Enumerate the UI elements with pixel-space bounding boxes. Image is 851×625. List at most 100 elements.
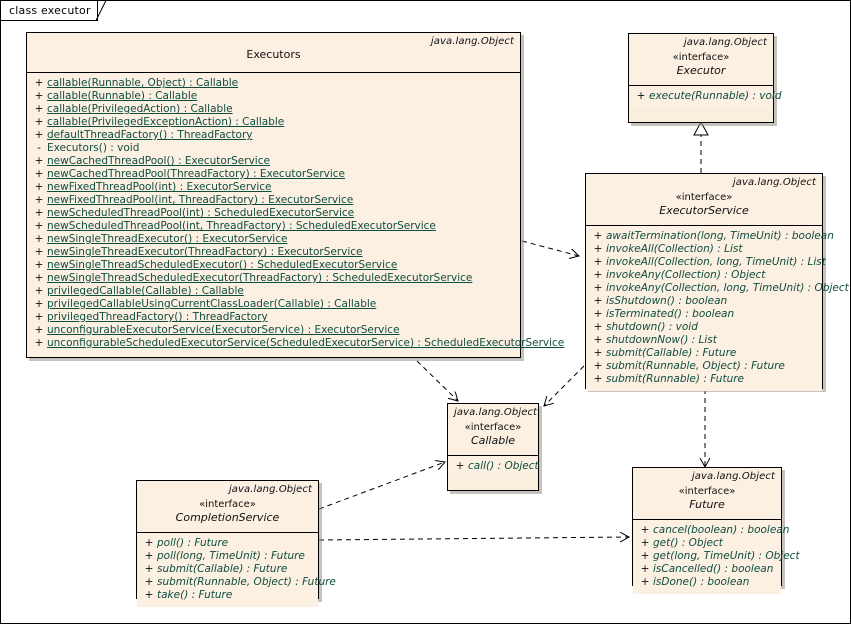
visibility-marker: + — [640, 563, 650, 575]
stereotype-label: «interface» — [675, 192, 733, 203]
visibility-marker: + — [34, 246, 44, 258]
class-box-executor[interactable]: java.lang.Object «interface» Executor +e… — [628, 33, 782, 123]
visibility-marker: + — [34, 285, 44, 297]
operation-row[interactable]: +invokeAny(Collection) : Object — [590, 269, 818, 282]
visibility-marker: + — [593, 308, 603, 320]
operation-row[interactable]: +newCachedThreadPool() : ExecutorService — [31, 155, 516, 168]
class-name-executorservice: ExecutorService — [659, 204, 749, 217]
class-name-future: Future — [689, 498, 725, 511]
operation-row[interactable]: +privilegedThreadFactory() : ThreadFacto… — [31, 311, 516, 324]
operation-row[interactable]: +newFixedThreadPool(int) : ExecutorServi… — [31, 181, 516, 194]
operation-row[interactable]: +newFixedThreadPool(int, ThreadFactory) … — [31, 194, 516, 207]
visibility-marker: + — [34, 337, 44, 349]
visibility-marker: + — [144, 563, 154, 575]
operation-row[interactable]: +get(long, TimeUnit) : Object — [637, 550, 800, 563]
connector-completionservice-depends-future — [318, 537, 629, 540]
operation-row[interactable]: +newSingleThreadExecutor(ThreadFactory) … — [31, 246, 516, 259]
operation-row[interactable]: +newCachedThreadPool(ThreadFactory) : Ex… — [31, 168, 516, 181]
operation-row[interactable]: +newSingleThreadScheduledExecutor(Thread… — [31, 272, 516, 285]
visibility-marker: + — [593, 256, 603, 268]
class-box-completionservice[interactable]: java.lang.Object «interface» CompletionS… — [136, 480, 336, 607]
operation-signature: newCachedThreadPool(ThreadFactory) : Exe… — [47, 168, 346, 180]
visibility-marker: + — [34, 116, 44, 128]
connector-completionservice-depends-callable — [318, 462, 445, 510]
operation-row[interactable]: +invokeAny(Collection, long, TimeUnit) :… — [590, 282, 849, 295]
operations-compartment-completionservice: +poll() : Future +poll(long, TimeUnit) :… — [137, 533, 336, 607]
operation-row[interactable]: +submit(Runnable, Object) : Future — [590, 360, 818, 373]
operation-signature: call() : Object — [468, 460, 539, 472]
operation-row[interactable]: +newScheduledThreadPool(int) : Scheduled… — [31, 207, 516, 220]
operations-compartment-executors: +callable(Runnable, Object) : Callable +… — [27, 73, 565, 355]
class-header-future: java.lang.Object «interface» Future — [633, 468, 781, 520]
operation-signature: invokeAny(Collection, long, TimeUnit) : … — [606, 282, 849, 294]
qualified-parent-label: java.lang.Object — [683, 37, 767, 48]
operation-row[interactable]: +submit(Runnable, Object) : Future — [141, 576, 336, 589]
operation-row[interactable]: +newScheduledThreadPool(int, ThreadFacto… — [31, 220, 516, 233]
visibility-marker: + — [144, 589, 154, 601]
operation-row[interactable]: +isTerminated() : boolean — [590, 308, 818, 321]
operation-row[interactable]: +callable(Runnable, Object) : Callable — [31, 77, 516, 90]
operation-row[interactable]: +submit(Runnable) : Future — [590, 373, 818, 386]
operation-row[interactable]: +isShutdown() : boolean — [590, 295, 818, 308]
operation-row[interactable]: +submit(Callable) : Future — [590, 347, 818, 360]
class-box-future[interactable]: java.lang.Object «interface» Future +can… — [632, 467, 800, 594]
operation-row[interactable]: +awaitTermination(long, TimeUnit) : bool… — [590, 230, 834, 243]
operation-signature: newScheduledThreadPool(int) : ScheduledE… — [47, 207, 355, 219]
operation-signature: shutdownNow() : List — [606, 334, 717, 346]
operation-row[interactable]: +get() : Object — [637, 537, 777, 550]
operation-row[interactable]: +unconfigurableExecutorService(ExecutorS… — [31, 324, 516, 337]
visibility-marker: + — [34, 259, 44, 271]
visibility-marker: + — [34, 181, 44, 193]
operation-signature: callable(Runnable) : Callable — [47, 90, 198, 102]
visibility-marker: - — [37, 142, 41, 154]
operation-row[interactable]: +execute(Runnable) : void — [633, 90, 782, 103]
operation-row[interactable]: +callable(Runnable) : Callable — [31, 90, 516, 103]
operations-compartment-future: +cancel(boolean) : boolean +get() : Obje… — [633, 520, 800, 594]
operation-signature: newCachedThreadPool() : ExecutorService — [47, 155, 270, 167]
operation-signature: get(long, TimeUnit) : Object — [653, 550, 800, 562]
operation-row[interactable]: +newSingleThreadScheduledExecutor() : Sc… — [31, 259, 516, 272]
class-box-callable[interactable]: java.lang.Object «interface» Callable +c… — [447, 403, 539, 491]
class-box-executorservice[interactable]: java.lang.Object «interface» ExecutorSer… — [585, 173, 849, 391]
operation-row[interactable]: +shutdown() : void — [590, 321, 818, 334]
visibility-marker: + — [34, 233, 44, 245]
operation-row[interactable]: +unconfigurableScheduledExecutorService(… — [31, 337, 565, 350]
operation-row[interactable]: +newSingleThreadExecutor() : ExecutorSer… — [31, 233, 516, 246]
visibility-marker: + — [593, 373, 603, 385]
operation-row[interactable]: +callable(PrivilegedExceptionAction) : C… — [31, 116, 516, 129]
operation-row[interactable]: +take() : Future — [141, 589, 314, 602]
operation-row[interactable]: +isCancelled() : boolean — [637, 563, 777, 576]
operation-row[interactable]: +cancel(boolean) : boolean — [637, 524, 790, 537]
operation-row[interactable]: +privilegedCallable(Callable) : Callable — [31, 285, 516, 298]
operation-row[interactable]: +poll(long, TimeUnit) : Future — [141, 550, 314, 563]
operation-row[interactable]: -Executors() : void — [31, 142, 516, 155]
visibility-marker: + — [593, 347, 603, 359]
operation-row[interactable]: +submit(Callable) : Future — [141, 563, 314, 576]
operation-row[interactable]: +poll() : Future — [141, 537, 314, 550]
visibility-marker: + — [640, 550, 650, 562]
operation-row[interactable]: +invokeAll(Collection) : List — [590, 243, 818, 256]
operation-signature: isTerminated() : boolean — [606, 308, 735, 320]
visibility-marker: + — [144, 550, 154, 562]
visibility-marker: + — [34, 129, 44, 141]
class-header-executorservice: java.lang.Object «interface» ExecutorSer… — [586, 174, 822, 226]
class-box-executors[interactable]: java.lang.Object Executors +callable(Run… — [26, 32, 565, 358]
operation-signature: shutdown() : void — [606, 321, 698, 333]
operation-row[interactable]: +defaultThreadFactory() : ThreadFactory — [31, 129, 516, 142]
operation-row[interactable]: +call() : Object — [452, 460, 539, 473]
visibility-marker: + — [34, 324, 44, 336]
operation-row[interactable]: +invokeAll(Collection, long, TimeUnit) :… — [590, 256, 826, 269]
operation-row[interactable]: +shutdownNow() : List — [590, 334, 818, 347]
class-header-executor: java.lang.Object «interface» Executor — [629, 34, 773, 86]
operation-signature: submit(Runnable, Object) : Future — [157, 576, 336, 588]
operation-signature: privilegedCallableUsingCurrentClassLoade… — [47, 298, 377, 310]
operation-signature: defaultThreadFactory() : ThreadFactory — [47, 129, 253, 141]
operation-signature: submit(Callable) : Future — [606, 347, 737, 359]
operation-row[interactable]: +callable(PrivilegedAction) : Callable — [31, 103, 516, 116]
operation-row[interactable]: +isDone() : boolean — [637, 576, 777, 589]
diagram-frame-tab: class executor — [1, 0, 107, 21]
operations-compartment-executor: +execute(Runnable) : void — [629, 86, 782, 108]
operation-row[interactable]: +privilegedCallableUsingCurrentClassLoad… — [31, 298, 516, 311]
qualified-parent-label: java.lang.Object — [430, 36, 514, 47]
